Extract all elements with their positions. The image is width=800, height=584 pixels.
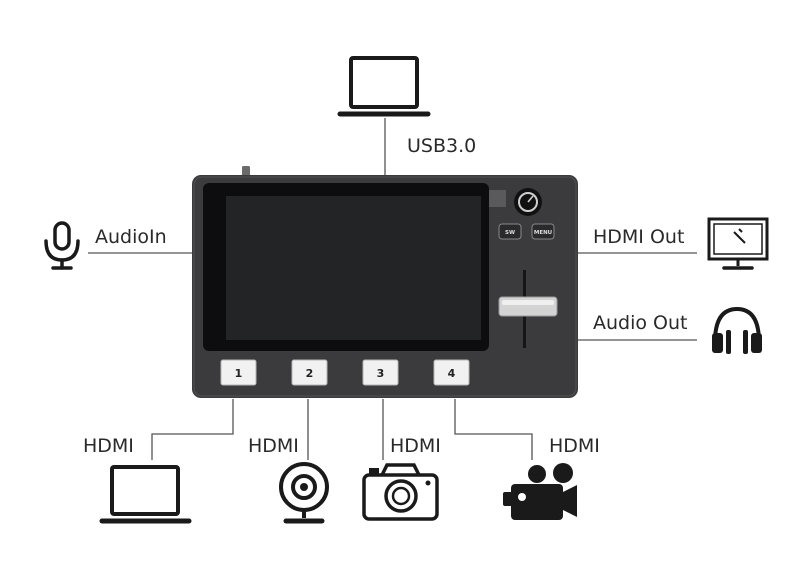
headphones-icon xyxy=(712,306,762,354)
input-button-3[interactable] xyxy=(362,359,399,386)
menu-button[interactable] xyxy=(531,223,555,240)
device-body-highlight xyxy=(193,176,577,397)
hdmi-in-1-line xyxy=(151,399,234,460)
laptop-icon xyxy=(337,56,431,117)
hdmi-in-4-label: HDMI xyxy=(549,435,600,457)
rotary-knob-marker xyxy=(527,195,534,203)
monitor-icon xyxy=(707,217,769,270)
hdmi-in-1-label: HDMI xyxy=(83,435,134,457)
video-camera-icon xyxy=(503,463,577,520)
microphone-icon xyxy=(44,221,80,270)
audio-out-label: Audio Out xyxy=(593,312,688,334)
input-button-1-label: 1 xyxy=(235,367,243,380)
hdmi-out-label: HDMI Out xyxy=(593,226,685,248)
input-buttons: 1 2 3 4 xyxy=(220,359,470,386)
hdmi-in-2-label: HDMI xyxy=(248,435,299,457)
camera-icon xyxy=(362,463,439,521)
laptop-icon xyxy=(99,465,192,524)
usb-label: USB3.0 xyxy=(407,135,477,157)
screen xyxy=(226,196,481,340)
t-bar-handle[interactable] xyxy=(498,296,558,317)
menu-button-label: MENU xyxy=(534,230,552,236)
audio-in-label: AudioIn xyxy=(95,226,167,248)
hdmi-in-4-line xyxy=(454,399,533,460)
indicator-square xyxy=(489,190,506,207)
input-button-2[interactable] xyxy=(291,359,328,386)
rotary-knob-ring xyxy=(518,192,538,212)
webcam-icon xyxy=(279,462,329,524)
input-button-1[interactable] xyxy=(220,359,257,386)
input-button-2-label: 2 xyxy=(306,367,314,380)
video-switcher-device: SW MENU 1 2 3 4 xyxy=(192,166,578,398)
connector-lines xyxy=(88,118,697,460)
input-button-4[interactable] xyxy=(433,359,470,386)
hdmi-in-3-label: HDMI xyxy=(390,435,441,457)
sw-button-label: SW xyxy=(505,230,515,236)
input-button-3-label: 3 xyxy=(377,367,385,380)
sw-button[interactable] xyxy=(498,223,522,240)
input-button-4-label: 4 xyxy=(448,367,456,380)
t-bar-handle-shine xyxy=(502,300,554,305)
